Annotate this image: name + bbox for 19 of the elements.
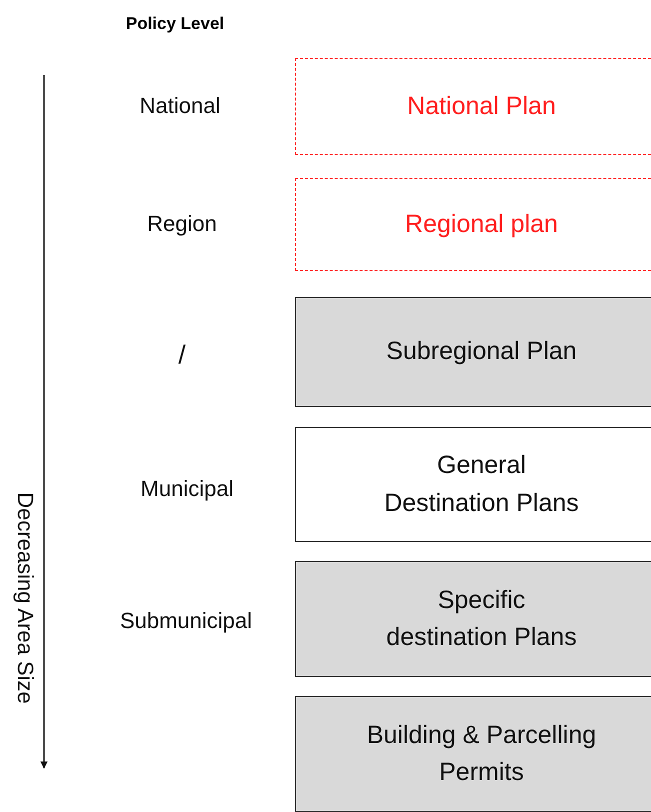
column-heading: Policy Level: [126, 14, 224, 34]
plan-label: Building & Parcelling Permits: [366, 720, 598, 788]
plan-label: Subregional Plan: [386, 336, 577, 368]
dashed-plan-box: [295, 178, 651, 271]
plan-box: [295, 696, 651, 812]
level-label: Municipal: [140, 476, 234, 502]
plan-label: National Plan: [407, 90, 556, 122]
plan-box: [295, 427, 651, 542]
level-label: Region: [147, 211, 217, 237]
level-label: /: [178, 340, 186, 370]
dashed-plan-box: [295, 58, 651, 155]
plan-box: [295, 297, 651, 407]
level-label: Submunicipal: [120, 608, 252, 634]
plan-label: Regional plan: [405, 208, 558, 240]
level-label: National: [140, 93, 220, 119]
plan-label: Specific destination Plans: [385, 584, 578, 653]
plan-box: [295, 561, 651, 677]
plan-label: General Destination Plans: [383, 450, 580, 518]
axis-label: Decreasing Area Size: [12, 492, 38, 704]
